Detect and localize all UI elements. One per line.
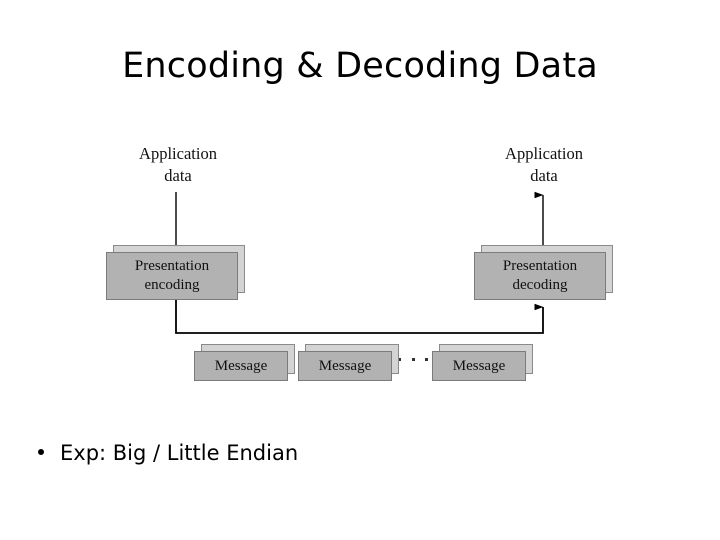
arrow-encoding-to-decoding bbox=[175, 300, 544, 334]
diagram-connectors bbox=[175, 191, 544, 334]
box-label: Message bbox=[214, 357, 268, 374]
box-face: Message bbox=[298, 351, 392, 381]
box-face: Presentation decoding bbox=[474, 252, 606, 300]
box-message: Message bbox=[432, 344, 533, 381]
box-label: Message bbox=[318, 357, 372, 374]
bullet-list-item: Exp: Big / Little Endian bbox=[38, 441, 298, 465]
bullet-item-label: Exp: Big / Little Endian bbox=[60, 441, 299, 465]
box-label-line-1: Presentation bbox=[134, 258, 210, 275]
ellipsis-dot bbox=[411, 358, 415, 361]
box-label: Message bbox=[452, 357, 506, 374]
box-face: Presentation encoding bbox=[106, 252, 238, 300]
label-application-data-left: Application data bbox=[108, 143, 248, 187]
label-line-2: data bbox=[164, 165, 192, 185]
label-line-1: Application bbox=[139, 144, 217, 163]
box-message: Message bbox=[298, 344, 399, 381]
box-presentation-decoding: Presentation decoding bbox=[474, 245, 613, 300]
label-line-1: Application bbox=[505, 144, 583, 163]
bullet-point-icon bbox=[38, 449, 44, 455]
label-application-data-right: Application data bbox=[474, 143, 614, 187]
label-line-2: data bbox=[530, 165, 558, 185]
ellipsis-icon bbox=[398, 358, 428, 361]
box-presentation-encoding: Presentation encoding bbox=[106, 245, 245, 300]
box-label-line-2: decoding bbox=[512, 277, 568, 293]
box-message: Message bbox=[194, 344, 295, 381]
box-label-line-2: encoding bbox=[144, 277, 200, 293]
box-label-line-1: Presentation bbox=[502, 258, 578, 275]
box-face: Message bbox=[432, 351, 526, 381]
diagram-encoding-decoding: Application data Application data Presen… bbox=[106, 143, 614, 381]
box-face: Message bbox=[194, 351, 288, 381]
ellipsis-dot bbox=[425, 358, 428, 361]
ellipsis-dot bbox=[398, 358, 401, 361]
page-title: Encoding & Decoding Data bbox=[122, 46, 598, 86]
